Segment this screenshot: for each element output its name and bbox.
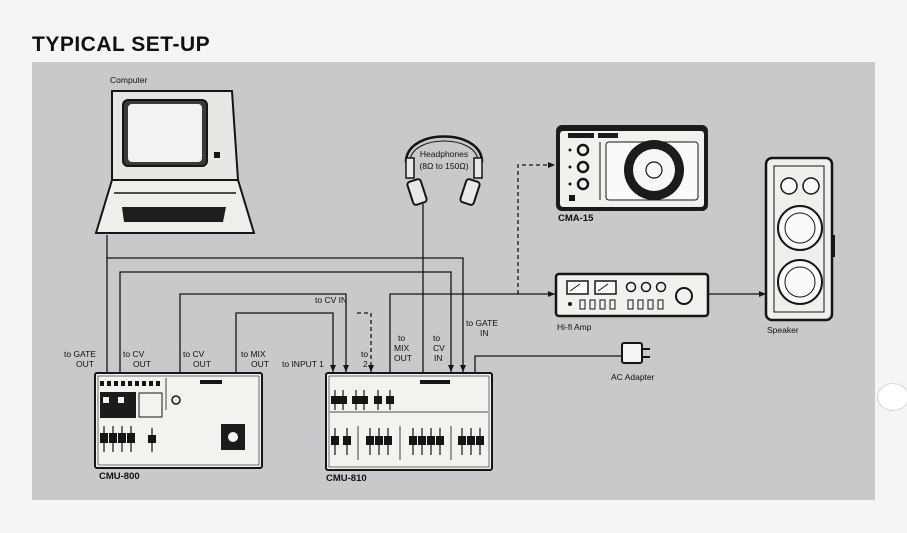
to-mix-out-a-label: to MIX	[241, 349, 266, 359]
to-gate-out-label-2: OUT	[76, 359, 94, 369]
arrowheads	[330, 162, 766, 372]
headphones	[404, 135, 484, 206]
to-2-label: to	[361, 349, 368, 359]
cma15-device	[556, 125, 708, 211]
speaker	[764, 156, 835, 322]
cables	[106, 164, 766, 373]
to-2-label-2: 2	[363, 359, 368, 369]
to-cv-in-b-label-2: CV	[433, 343, 445, 353]
cable-dashed-to-2	[357, 312, 372, 372]
to-gate-out-label: to GATE	[64, 349, 96, 359]
cmu800-device	[94, 372, 263, 469]
cable-cma-dashed	[517, 164, 555, 294]
to-input1-label: to INPUT 1	[282, 359, 324, 369]
cmu810-device	[325, 372, 493, 471]
speaker-label: Speaker	[767, 325, 799, 335]
to-mix-out-b-label-3: OUT	[394, 353, 412, 363]
to-cv-in-b-label-3: IN	[434, 353, 443, 363]
cable-mix-out-to-amp	[389, 293, 555, 372]
ac-adapter	[621, 342, 650, 364]
to-mix-out-b-label-2: MIX	[394, 343, 409, 353]
ac-adapter-label: AC Adapter	[611, 372, 655, 382]
to-cv-out-b-label: to CV	[183, 349, 205, 359]
binder-hole	[877, 383, 907, 411]
cmu800-label: CMU-800	[99, 471, 140, 482]
to-mix-out-a-label-2: OUT	[251, 359, 269, 369]
computer-label: Computer	[110, 75, 147, 85]
hifi-amp	[554, 272, 710, 318]
page-title: TYPICAL SET-UP	[32, 33, 211, 56]
cmu800-brand-plate	[200, 380, 222, 384]
hifi-amp-label: Hi-fi Amp	[557, 322, 592, 332]
cable-ac-adapter	[474, 355, 625, 372]
connector-labels: to CV IN to GATE IN to GATE OUT to CV OU…	[64, 295, 498, 369]
to-cv-out-a-label: to CV	[123, 349, 145, 359]
cable-cv-out-to-cv-in-b	[179, 293, 347, 373]
to-cv-in-b-label: to	[433, 333, 440, 343]
to-gate-in-label-2: IN	[480, 328, 489, 338]
to-cv-in-label: to CV IN	[315, 295, 347, 305]
cable-mix-out-to-input1	[235, 312, 334, 373]
cmu810-label: CMU-810	[326, 473, 367, 484]
cma15-label: CMA-15	[558, 213, 594, 224]
computer	[94, 90, 256, 234]
cable-cv-out-to-cv-in	[119, 271, 452, 373]
cmu810-brand-plate	[420, 380, 450, 384]
headphones-label: Headphones	[420, 149, 468, 159]
to-cv-out-a-label-2: OUT	[133, 359, 151, 369]
to-gate-in-label: to GATE	[466, 318, 498, 328]
to-mix-out-b-label: to	[398, 333, 405, 343]
headphones-impedance-label: (8Ω to 150Ω)	[419, 161, 468, 171]
to-cv-out-b-label-2: OUT	[193, 359, 211, 369]
cable-gate-out-to-gate-in	[106, 257, 464, 373]
